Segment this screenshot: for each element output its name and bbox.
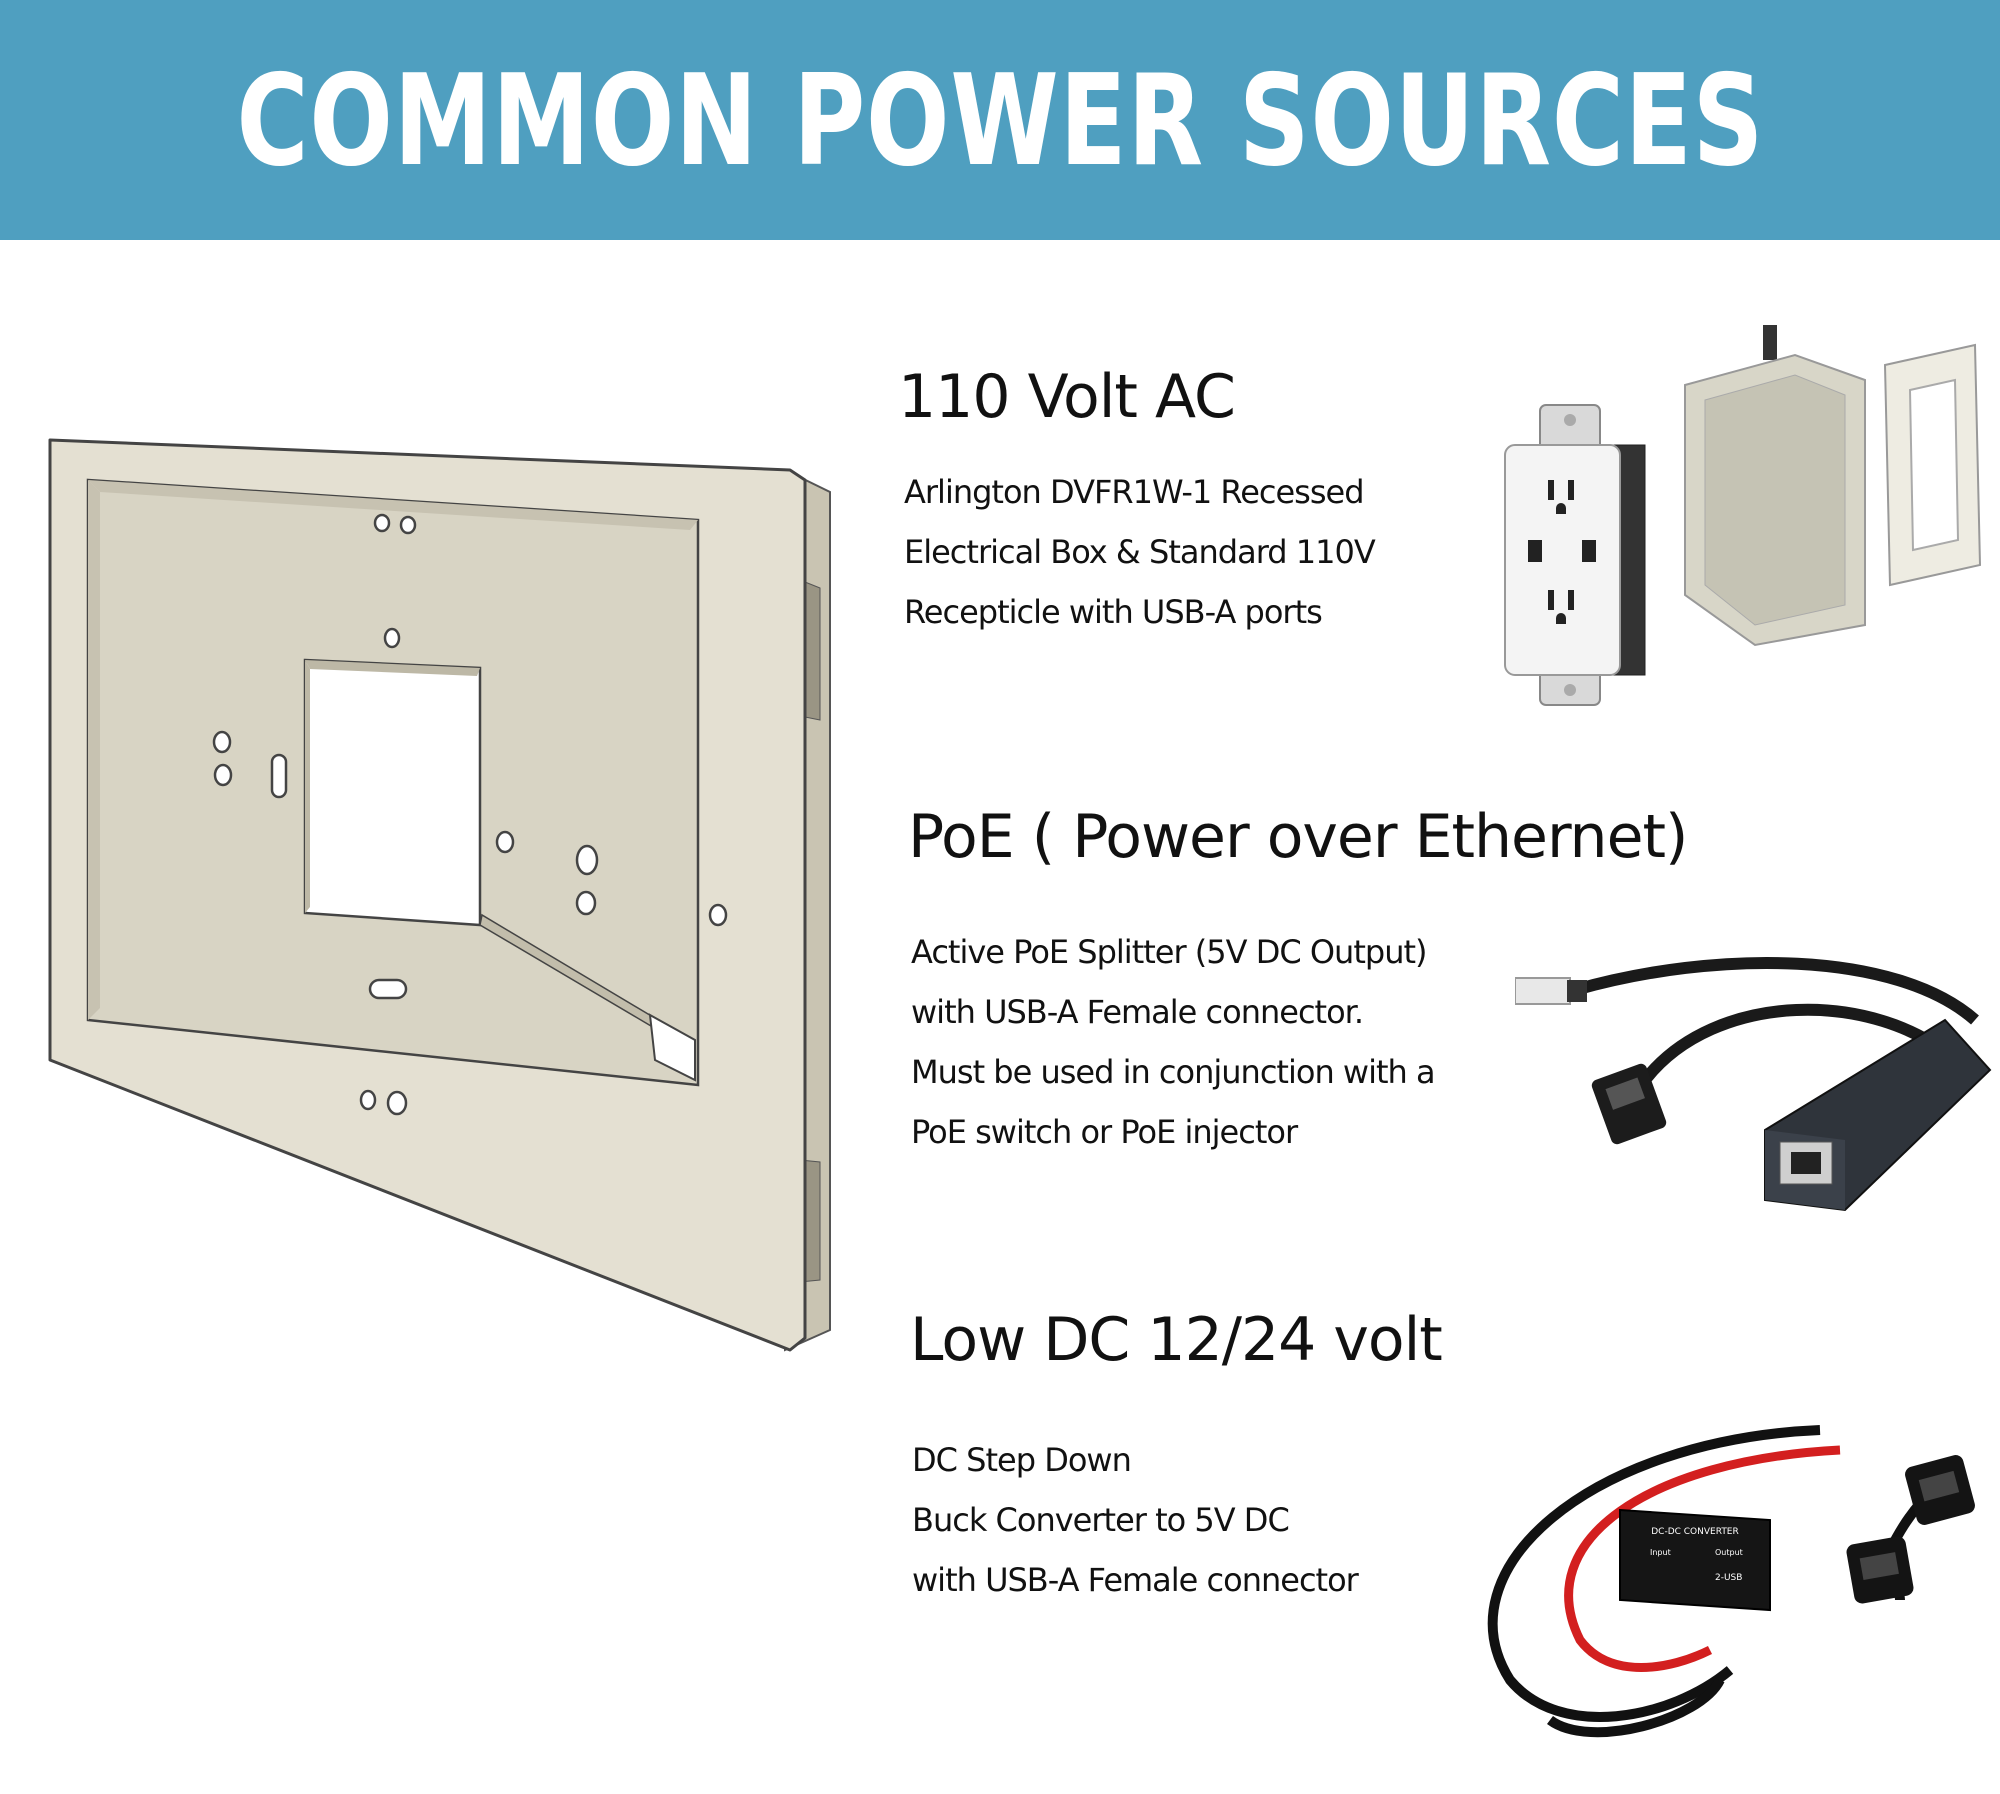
description-line: DC Step Down xyxy=(912,1441,1132,1479)
usb-outlet-image xyxy=(1504,404,1646,706)
description-line: Active PoE Splitter (5V DC Output) xyxy=(911,933,1427,971)
tablet-wall-mount-frame-image xyxy=(48,438,831,1352)
section-description-110v: Arlington DVFR1W-1 Recessed Electrical B… xyxy=(904,462,1376,642)
converter-label-title: DC-DC CONVERTER xyxy=(1651,1527,1739,1537)
description-line: with USB-A Female connector xyxy=(912,1561,1359,1599)
section-heading-low-dc: Low DC 12/24 volt xyxy=(910,1305,1443,1375)
converter-label-input: Input xyxy=(1650,1548,1671,1557)
converter-label-ports: 2-USB xyxy=(1715,1573,1742,1583)
section-description-low-dc: DC Step Down Buck Converter to 5V DC wit… xyxy=(912,1430,1359,1610)
description-line: Arlington DVFR1W-1 Recessed xyxy=(904,473,1364,511)
section-heading-110v: 110 Volt AC xyxy=(898,362,1236,432)
section-heading-poe: PoE ( Power over Ethernet) xyxy=(908,802,1688,872)
description-line: PoE switch or PoE injector xyxy=(911,1113,1298,1151)
converter-label-output: Output xyxy=(1715,1548,1743,1557)
section-description-poe: Active PoE Splitter (5V DC Output) with … xyxy=(911,922,1436,1162)
description-line: Recepticle with USB-A ports xyxy=(904,593,1323,631)
description-line: Must be used in conjunction with a xyxy=(911,1053,1436,1091)
poe-splitter-image xyxy=(1515,956,1992,1212)
recessed-box-image xyxy=(1684,325,1982,647)
description-line: Electrical Box & Standard 110V xyxy=(904,533,1376,571)
description-line: with USB-A Female connector. xyxy=(911,993,1364,1031)
description-line: Buck Converter to 5V DC xyxy=(912,1501,1290,1539)
page-title: COMMON POWER SOURCES xyxy=(236,46,1764,194)
title-banner: COMMON POWER SOURCES xyxy=(0,0,2000,240)
buck-converter-image: DC-DC CONVERTER Input Output 2-USB xyxy=(1487,1425,1975,1738)
